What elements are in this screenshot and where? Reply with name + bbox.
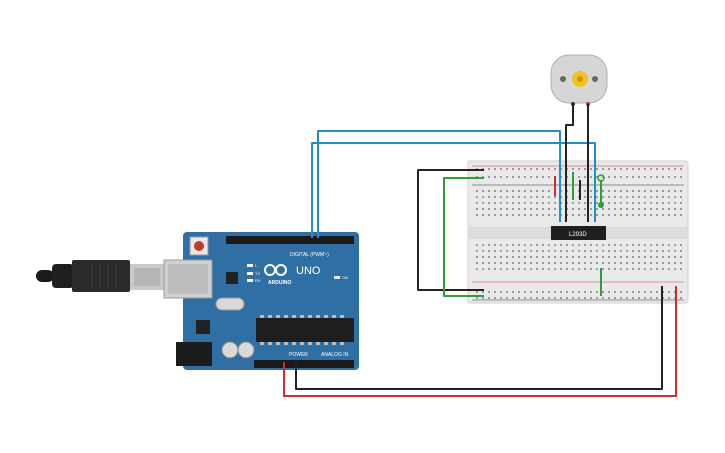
breadboard-holes[interactable] — [476, 168, 682, 299]
reset-button[interactable] — [194, 241, 204, 251]
wire-green-loop[interactable] — [443, 177, 484, 297]
rx-led-label: RX — [255, 278, 261, 283]
dc-motor[interactable] — [550, 54, 608, 106]
wire-blue-2[interactable] — [311, 142, 596, 238]
wire-blue-1[interactable] — [317, 130, 561, 238]
power-header[interactable] — [254, 360, 354, 368]
l-led-label: L — [255, 263, 258, 268]
l293d-chip[interactable]: L293D — [551, 226, 606, 240]
on-led-label: ON — [342, 275, 348, 280]
board-model-label: UNO — [296, 265, 321, 277]
tx-led-label: TX — [255, 271, 260, 276]
usb-cable[interactable] — [36, 260, 164, 292]
digital-header[interactable] — [226, 236, 354, 244]
board-brand-label: ARDUINO — [268, 280, 291, 286]
power-label: POWER — [289, 352, 308, 358]
arduino-logo-icon — [264, 264, 287, 276]
arduino-uno-board[interactable]: UNO ARDUINO DIGITAL (PWM~) POWER ANALOG … — [163, 232, 359, 370]
digital-label: DIGITAL (PWM~) — [290, 252, 329, 258]
wire-motor-black[interactable] — [565, 104, 574, 222]
analog-label: ANALOG IN — [321, 352, 349, 358]
wire-black-loop[interactable] — [417, 169, 484, 291]
chip-label: L293D — [569, 232, 587, 238]
wire-5v-red[interactable] — [283, 286, 677, 397]
wire-gnd-black[interactable] — [295, 286, 663, 390]
